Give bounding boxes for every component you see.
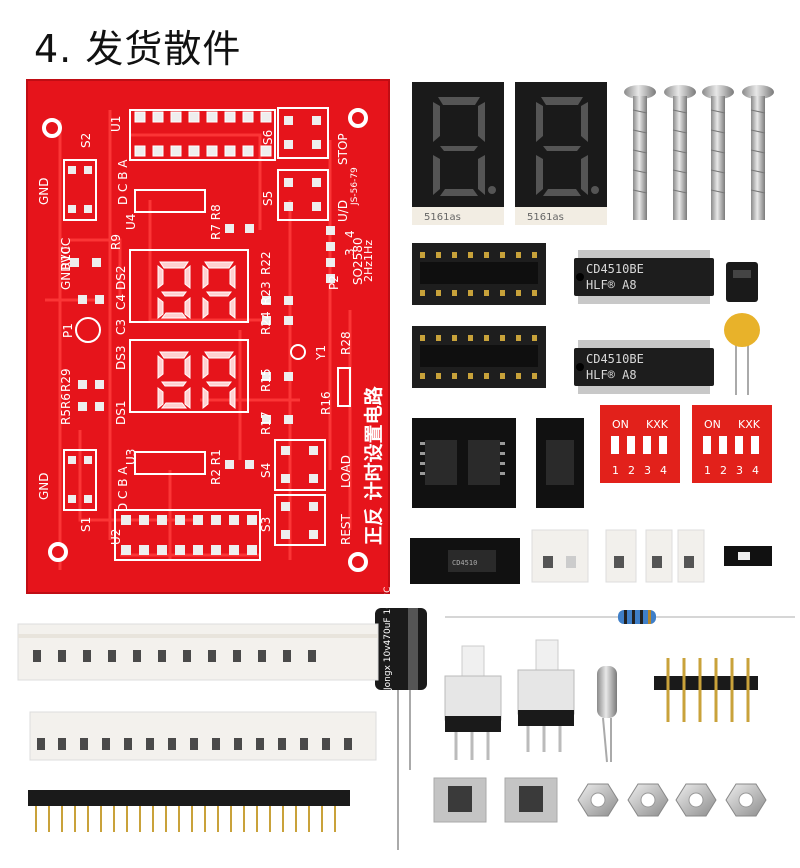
smd-marking: CD4510 (452, 559, 477, 567)
crystal-oscillator (597, 666, 617, 763)
pcb-label-ud: U/D (336, 200, 350, 222)
jumper-cap (726, 262, 758, 302)
pcb-label-ds2: DS2 (114, 266, 128, 291)
smd-resistor-strip-1 (17, 623, 379, 681)
pcb-label-r15: R15 (259, 368, 273, 392)
pcb-label-pin3: 3 (343, 248, 357, 256)
dip-switch-1-n4: 4 (660, 464, 667, 477)
pcb-label-rest: REST (339, 513, 353, 545)
dip-switch-1-on: ON (612, 418, 629, 431)
pcb-label-s3: S3 (259, 517, 273, 532)
dip-switch-2-brand: KXK (738, 418, 761, 431)
pcb-label-ds3: DS3 (114, 346, 128, 371)
pcb-label-model: SO2580 (351, 237, 365, 285)
ic-marking-1-line2: HLF® A8 (586, 278, 637, 292)
pcb-label-c4: C4 (114, 294, 128, 310)
smd-tape-pieces (531, 529, 772, 583)
resistor (445, 610, 795, 624)
pcb-label-r23: R23 (259, 281, 273, 305)
pcb-label-freq: 2Hz1Hz (362, 240, 375, 282)
screws (624, 85, 774, 220)
ic-marking-2-line1: CD4510BE (586, 352, 644, 366)
pcb-label-r28: R28 (339, 331, 353, 355)
pcb-label-s4: S4 (259, 463, 273, 478)
pcb-label-pin4: 4 (343, 230, 357, 238)
ic-cd4510be-2: CD4510BE HLF® A8 (574, 340, 714, 394)
pcb-label-stop: STOP (336, 133, 350, 165)
ic-cd4510be-1: CD4510BE HLF® A8 (574, 250, 714, 304)
hex-nuts (577, 783, 767, 817)
pcb-label-u2: U2 (109, 529, 123, 545)
pcb-label-p2: P2 (327, 275, 341, 290)
ceramic-capacitor (724, 313, 760, 395)
pcb-label-dcba-bottom: D C B A (116, 466, 130, 512)
pcb-label-r29: R29 (59, 368, 73, 392)
pcb-board: U1 S2 GND D C B A S6 STOP S5 U/D JS-56-7… (26, 79, 390, 594)
pcb-label-s6: S6 (261, 130, 275, 145)
pcb-label-u4: U4 (124, 214, 138, 230)
pcb-label-load: LOAD (339, 455, 353, 488)
pin-header-6 (654, 658, 758, 722)
pcb-label-gndvcc: GNDVCC (59, 238, 73, 290)
pcb-label-s5: S5 (261, 191, 275, 206)
pcb-label-p1: P1 (61, 323, 75, 338)
electrolytic-capacitor: Jongx 10v470uF 105°C (375, 587, 427, 850)
page-title: 4. 发货散件 (34, 27, 242, 71)
smd-chips-tape: CD4510 (410, 418, 584, 584)
seven-segment-label-1: 5161as (424, 212, 461, 223)
capacitor-text: Jongx 10v470uF 105°C (383, 587, 393, 691)
push-switch-2 (517, 639, 575, 752)
push-switch-1 (444, 645, 502, 760)
smd-resistor-strip-2 (29, 711, 377, 761)
pcb-label-r10: R10 (59, 246, 73, 270)
ic-socket-1 (412, 243, 546, 305)
dip-switch-1-n1: 1 (612, 464, 619, 477)
dip-switch-2-n4: 4 (752, 464, 759, 477)
pcb-label-r5r6: R5R6 (59, 393, 73, 425)
dip-switch-1-brand: KXK (646, 418, 669, 431)
ic-socket-2 (412, 326, 546, 388)
pcb-label-r7r8: R7 R8 (209, 204, 223, 240)
dip-switch-1-n2: 2 (628, 464, 635, 477)
seven-segment-label-2: 5161as (527, 212, 564, 223)
pcb-label-y1: Y1 (314, 345, 328, 361)
pcb-label-r17: R17 (259, 411, 273, 435)
dip-switch-2: ON KXK 1 2 3 4 (692, 405, 772, 483)
dip-switch-2-n3: 3 (736, 464, 743, 477)
seven-segment-display-1: 5161as (412, 82, 504, 225)
pcb-label-gnd-top: GND (37, 177, 51, 205)
pcb-label-dcba-top: D C B A (116, 159, 130, 205)
pcb-label-r9: R9 (109, 234, 123, 250)
pcb-label-u3: U3 (124, 449, 138, 465)
pcb-label-r16: R16 (319, 391, 333, 415)
dip-switch-1: ON KXK 1 2 3 4 (600, 405, 680, 483)
pcb-label-r24: R24 (259, 311, 273, 335)
pcb-title-cn: 正反 计时设置电路 (362, 385, 385, 545)
dip-switch-2-on: ON (704, 418, 721, 431)
dip-switch-2-n1: 1 (704, 464, 711, 477)
pin-header-long (28, 790, 350, 832)
seven-segment-display-2: 5161as (515, 82, 607, 225)
dip-switch-1-n3: 3 (644, 464, 651, 477)
tactile-buttons (433, 777, 558, 823)
pcb-label-c3: C3 (114, 319, 128, 335)
dip-switch-2-n2: 2 (720, 464, 727, 477)
pcb-label-gnd-bottom: GND (37, 472, 51, 500)
ic-marking-2-line2: HLF® A8 (586, 368, 637, 382)
pcb-label-model-suffix: JS-56-79 (350, 167, 360, 206)
pcb-label-s1: S1 (79, 517, 93, 532)
ic-marking-1-line1: CD4510BE (586, 262, 644, 276)
pcb-label-ds1: DS1 (114, 401, 128, 426)
pcb-label-r22: R22 (259, 251, 273, 275)
pcb-label-r2r1: R2 R1 (209, 449, 223, 485)
pcb-label-s2: S2 (79, 133, 93, 148)
pcb-label-u1: U1 (109, 116, 123, 132)
